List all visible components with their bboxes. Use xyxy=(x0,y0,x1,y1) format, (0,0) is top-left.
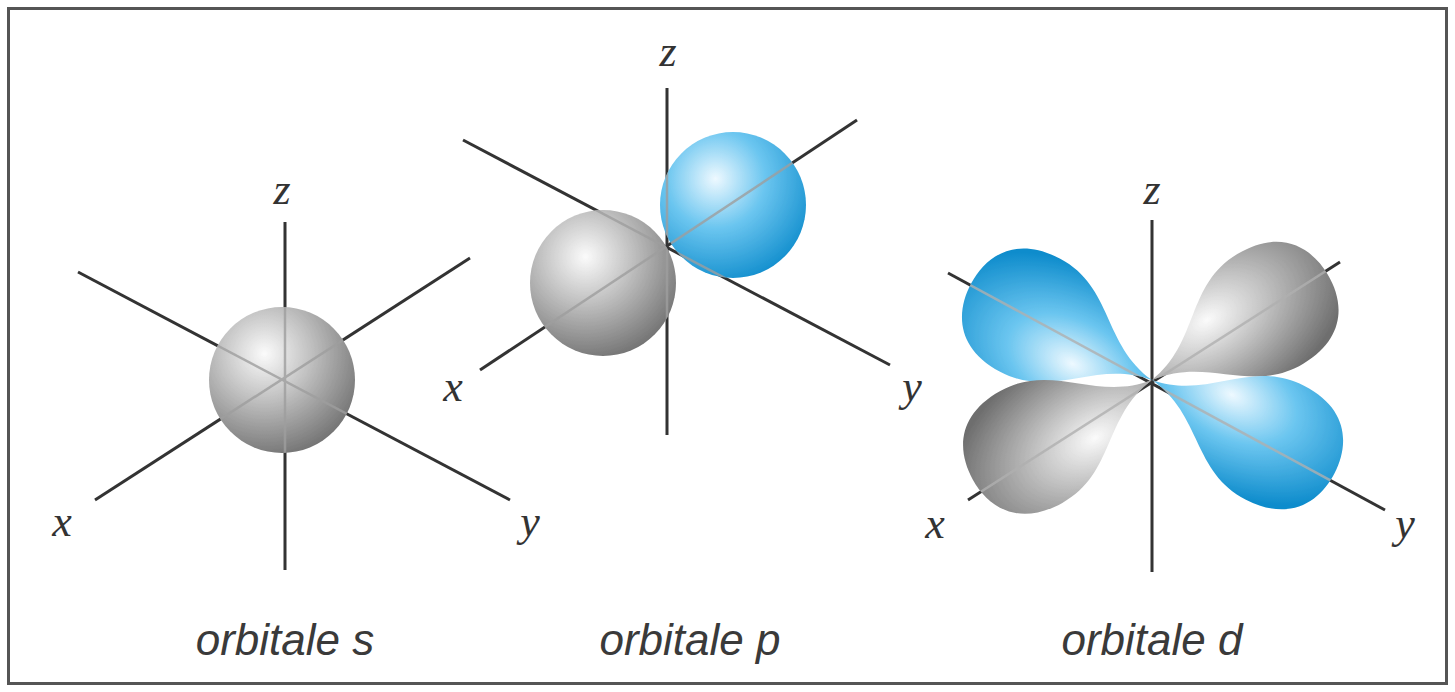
axis-label: y xyxy=(1395,502,1415,546)
axis-through xyxy=(463,88,890,435)
d-lobe xyxy=(1123,323,1364,530)
axis-label: y xyxy=(902,365,922,409)
caption-label: orbitale d xyxy=(1061,618,1242,662)
axis-through xyxy=(948,262,1385,510)
axis-label: x xyxy=(52,500,72,544)
d-lobe xyxy=(942,324,1183,535)
axis-label: z xyxy=(1143,168,1160,212)
axis-label: x xyxy=(925,502,945,546)
axis-label: z xyxy=(273,168,290,212)
caption-label: orbitale p xyxy=(599,618,780,662)
caption-label: orbitale s xyxy=(196,618,375,662)
axis-label: y xyxy=(520,500,540,544)
s-orbital xyxy=(78,222,510,570)
p-lobe xyxy=(530,210,676,356)
p-orbital xyxy=(463,88,890,435)
axis-label: z xyxy=(659,30,676,74)
axis-through xyxy=(78,222,510,570)
axis-label: x xyxy=(443,365,463,409)
